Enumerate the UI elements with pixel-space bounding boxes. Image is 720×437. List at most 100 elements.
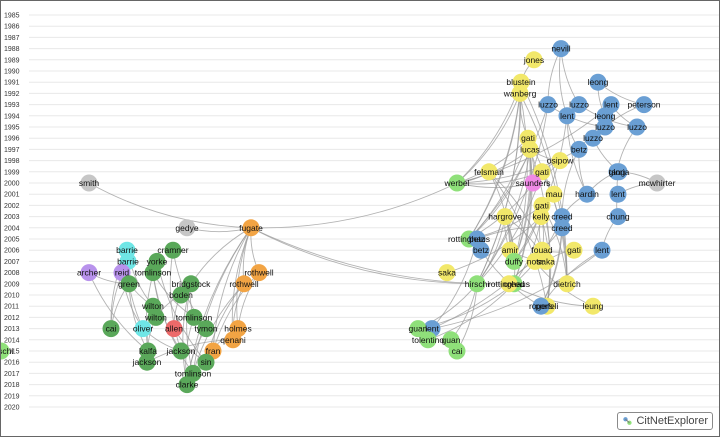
publication-label: saka — [537, 256, 555, 266]
publication-node[interactable] — [197, 353, 215, 371]
publication-node[interactable] — [1, 342, 10, 360]
publication-node[interactable] — [182, 275, 200, 293]
publication-node[interactable] — [242, 219, 260, 237]
publication-node[interactable] — [144, 264, 162, 282]
publication-node[interactable] — [224, 331, 242, 349]
publication-node[interactable] — [526, 252, 544, 270]
publication-node[interactable] — [589, 73, 607, 91]
publication-node[interactable] — [609, 185, 627, 203]
publication-label: tolentino — [412, 335, 444, 345]
publication-node[interactable] — [584, 297, 602, 315]
publication-node[interactable] — [496, 208, 514, 226]
publication-node[interactable] — [472, 241, 490, 259]
publication-label: tomlinson — [176, 312, 213, 322]
publication-label: green — [118, 279, 140, 289]
publication-node[interactable] — [409, 320, 427, 338]
publication-node[interactable] — [172, 286, 190, 304]
publication-node[interactable] — [609, 208, 627, 226]
publication-node[interactable] — [147, 308, 165, 326]
publication-node[interactable] — [250, 264, 268, 282]
citation-link — [192, 227, 252, 374]
citation-link — [169, 250, 182, 352]
publication-node[interactable] — [593, 241, 611, 259]
publication-label: osipow — [547, 156, 574, 166]
publication-node[interactable] — [511, 84, 529, 102]
publication-label: luzzo — [627, 122, 647, 132]
publication-label: nota — [527, 256, 544, 266]
publication-node[interactable] — [438, 264, 456, 282]
publication-node[interactable] — [80, 174, 98, 192]
publication-node[interactable] — [120, 275, 138, 293]
publication-label: clarke — [176, 380, 199, 390]
publication-node[interactable] — [172, 342, 190, 360]
publication-node[interactable] — [448, 342, 466, 360]
year-tick-label: 1997 — [4, 147, 20, 154]
publication-node[interactable] — [178, 219, 196, 237]
citation-link — [186, 227, 252, 385]
publication-label: qenani — [220, 335, 246, 345]
publication-node[interactable] — [578, 185, 596, 203]
publication-node[interactable] — [525, 51, 543, 69]
publication-node[interactable] — [565, 241, 583, 259]
publication-node[interactable] — [584, 129, 602, 147]
publication-node[interactable] — [185, 308, 203, 326]
publication-node[interactable] — [551, 152, 569, 170]
year-tick-label: 2019 — [4, 393, 20, 400]
publication-node[interactable] — [102, 320, 120, 338]
year-tick-label: 2011 — [4, 304, 19, 311]
publication-node[interactable] — [164, 241, 182, 259]
publication-node[interactable] — [521, 140, 539, 158]
publication-node[interactable] — [500, 275, 518, 293]
publication-node[interactable] — [628, 118, 646, 136]
publication-node[interactable] — [539, 96, 557, 114]
publication-node[interactable] — [570, 96, 588, 114]
year-tick-label: 1996 — [4, 136, 20, 143]
publication-node[interactable] — [635, 96, 653, 114]
publication-node[interactable] — [570, 140, 588, 158]
citation-link — [427, 283, 515, 341]
publication-label: jackson — [166, 346, 196, 356]
publication-label: mcwhirter — [639, 178, 676, 188]
publication-node[interactable] — [235, 275, 253, 293]
citation-link — [488, 171, 548, 307]
year-tick-label: 2010 — [4, 293, 20, 300]
year-tick-label: 2013 — [4, 326, 20, 333]
publication-label: boden — [169, 290, 193, 300]
publication-node[interactable] — [448, 174, 466, 192]
publication-label: jones — [523, 55, 544, 65]
publication-node[interactable] — [178, 376, 196, 394]
publication-label: gati — [521, 133, 535, 143]
publication-node[interactable] — [419, 331, 437, 349]
publication-label: oliver — [133, 324, 153, 334]
publication-node[interactable] — [596, 118, 614, 136]
publication-node[interactable] — [545, 185, 563, 203]
publication-node[interactable] — [610, 163, 628, 181]
publication-node[interactable] — [558, 107, 576, 125]
year-tick-label: 2004 — [4, 225, 20, 232]
publication-node[interactable] — [532, 297, 550, 315]
publication-label: dietrich — [553, 279, 581, 289]
publication-node[interactable] — [558, 275, 576, 293]
publication-node[interactable] — [505, 252, 523, 270]
publication-node[interactable] — [138, 353, 156, 371]
publication-node[interactable] — [480, 163, 498, 181]
publication-label: creed — [551, 223, 573, 233]
publication-node[interactable] — [532, 208, 550, 226]
publication-node[interactable] — [468, 275, 486, 293]
publication-node[interactable] — [524, 174, 542, 192]
publication-node[interactable] — [197, 320, 215, 338]
publication-label: rothwell — [244, 268, 273, 278]
publication-node[interactable] — [553, 219, 571, 237]
publication-node[interactable] — [552, 40, 570, 58]
publication-node[interactable] — [165, 320, 183, 338]
publication-label: tomlinson — [135, 268, 172, 278]
publication-node[interactable] — [134, 320, 152, 338]
publication-label: rothwell — [229, 279, 258, 289]
publication-node[interactable] — [648, 174, 666, 192]
publication-label: wilton — [141, 301, 164, 311]
publication-nodes[interactable] — [1, 40, 666, 394]
publication-node[interactable] — [80, 264, 98, 282]
year-tick-label: 2006 — [4, 248, 20, 255]
